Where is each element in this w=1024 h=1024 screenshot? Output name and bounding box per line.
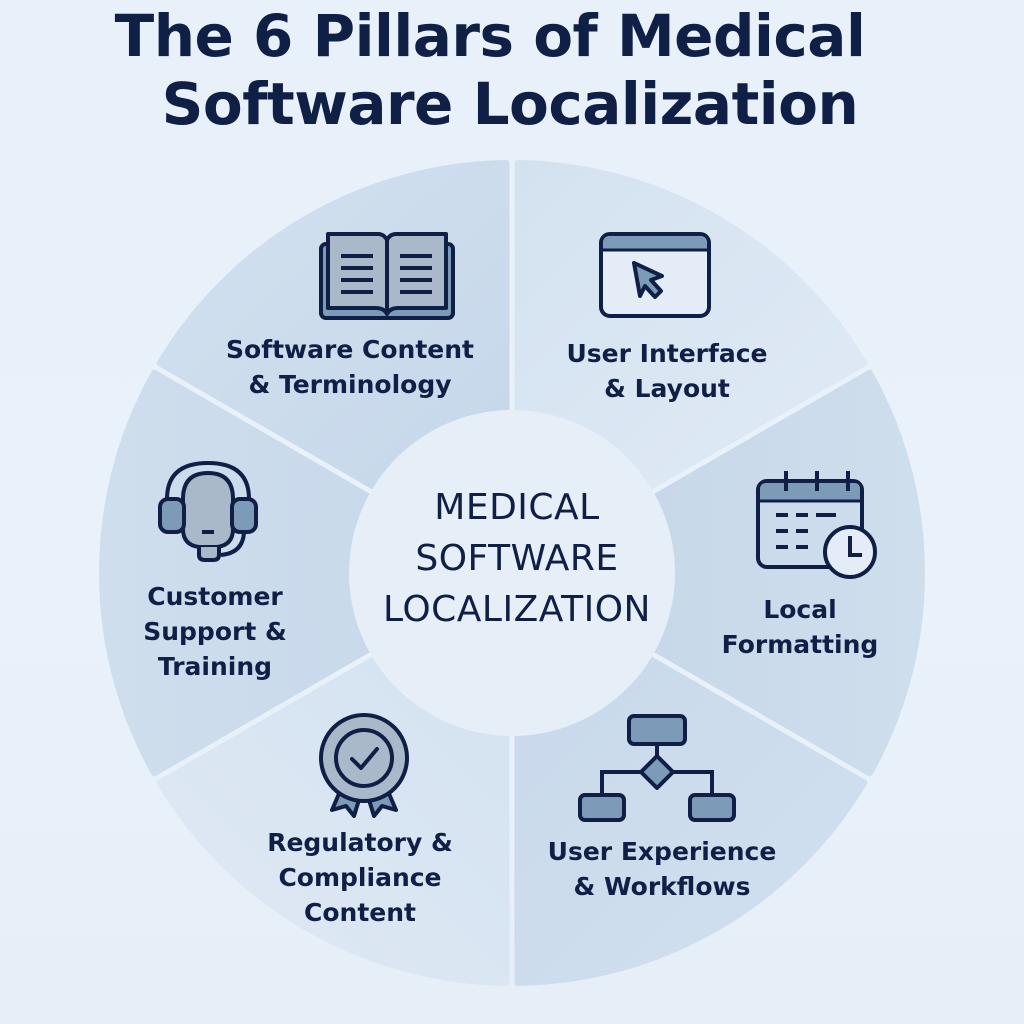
browser-cursor-icon: [599, 232, 711, 318]
pillar-label-line: & Workflows: [573, 872, 751, 901]
center-line: LOCALIZATION: [383, 589, 651, 630]
center-line: SOFTWARE: [415, 538, 619, 579]
pillar-label-line: Regulatory &: [267, 828, 453, 857]
pillar-label-line: & Layout: [604, 374, 730, 403]
pillar-label-line: Software Content: [226, 335, 474, 364]
pillar-label-line: Compliance: [278, 863, 442, 892]
pillar-user-experience: User Experience & Workflows: [548, 834, 777, 904]
workflow-diagram-icon: [578, 714, 736, 822]
open-book-icon: [319, 232, 455, 320]
pillar-label-line: Customer: [147, 582, 283, 611]
center-line: MEDICAL: [434, 487, 600, 528]
pillar-customer-support: Customer Support & Training: [143, 579, 287, 684]
pillar-user-interface: User Interface & Layout: [566, 336, 767, 406]
title-line-1: The 6 Pillars of Medical: [114, 2, 866, 70]
pillar-label-line: & Terminology: [248, 370, 452, 399]
pillar-label-line: User Interface: [566, 339, 768, 368]
pillar-label-line: User Experience: [547, 837, 777, 866]
pillar-label-line: Formatting: [721, 630, 879, 659]
center-label: MEDICAL SOFTWARE LOCALIZATION: [383, 482, 651, 635]
pillar-label-line: Support &: [143, 617, 287, 646]
headset-icon: [158, 460, 258, 562]
pillar-label-line: Training: [157, 652, 273, 681]
certificate-badge-icon: [319, 713, 409, 818]
pillar-software-content: Software Content & Terminology: [226, 332, 474, 402]
page-title: The 6 Pillars of Medical Software Locali…: [0, 2, 980, 138]
title-line-2: Software Localization: [161, 70, 859, 138]
pillar-local-formatting: Local Formatting: [722, 592, 879, 662]
calendar-clock-icon: [756, 471, 877, 579]
pillar-label-line: Content: [304, 898, 416, 927]
center-circle: [349, 410, 675, 736]
pillar-regulatory-compliance: Regulatory & Compliance Content: [267, 825, 453, 930]
pillar-label-line: Local: [763, 595, 837, 624]
